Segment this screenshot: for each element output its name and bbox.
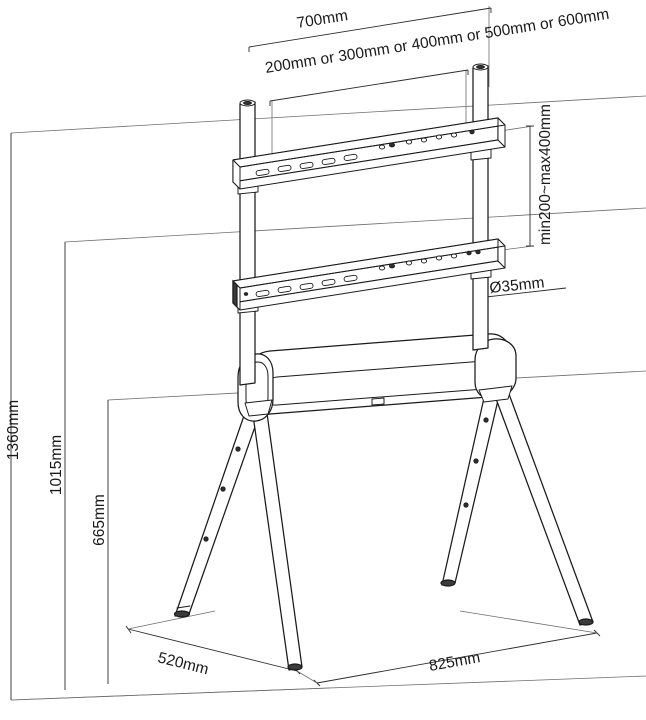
lower-rail-slot-3 — [299, 282, 314, 290]
upper-cross-rail-left-end — [232, 159, 241, 190]
upper-rail-slot-2 — [277, 164, 292, 172]
lower-cross-rail-group — [232, 238, 506, 311]
label-825mm: 825mm — [428, 649, 482, 675]
front-right-leg-hole-2 — [463, 502, 469, 508]
upper-rail-slot-4 — [321, 157, 336, 165]
leader-line-diameter — [476, 287, 567, 299]
rear-left-foot-cap — [287, 663, 303, 671]
label-diameter: Ø35mm — [489, 274, 546, 297]
upper-rail-hole-1 — [378, 144, 386, 150]
lower-rail-hole-3 — [405, 260, 413, 266]
front-left-leg — [174, 403, 264, 617]
upper-rail-holes — [378, 129, 475, 150]
lower-rail-slot-4 — [321, 278, 336, 286]
upper-rail-slot-5 — [343, 153, 358, 161]
leg-group — [173, 393, 594, 671]
lower-rail-hole-5 — [435, 255, 443, 261]
upper-rail-hole-4 — [420, 137, 428, 143]
lower-rail-pin-1 — [243, 292, 249, 296]
left-leg-socket — [244, 399, 273, 417]
lower-rail-slots — [243, 274, 358, 297]
front-left-leg-hole-2 — [235, 446, 241, 452]
ext-line-1360-top — [10, 95, 646, 134]
ground-reference-line — [10, 675, 646, 701]
lower-rail-hole-6 — [450, 253, 458, 259]
label-520mm: 520mm — [156, 649, 210, 678]
base-beam-tab — [371, 397, 385, 406]
top-dimension-group — [248, 6, 492, 160]
ext-520-top — [127, 610, 216, 630]
base-beam-group — [237, 333, 517, 422]
bottom-dimension-group — [125, 610, 601, 687]
dim-line-700 — [248, 7, 492, 48]
rear-right-leg — [494, 393, 594, 626]
right-post-top-hole — [476, 65, 485, 70]
rear-right-foot-cap — [578, 618, 594, 626]
upper-rail-slot-1 — [255, 168, 270, 176]
front-right-leg — [441, 395, 500, 586]
lower-rail-slot-2 — [277, 285, 292, 293]
ext-line-1015-top — [64, 207, 646, 243]
lower-rail-hole-4 — [420, 258, 428, 264]
ext-825-right — [459, 610, 598, 634]
upper-rail-slots — [255, 153, 358, 176]
lower-rail-hole-2 — [388, 263, 395, 269]
rear-left-leg — [251, 405, 303, 671]
ext-825-left — [296, 670, 318, 684]
front-right-foot-cap — [440, 579, 456, 587]
lower-rail-slot-1 — [255, 289, 270, 297]
front-left-leg-hole-3 — [203, 536, 209, 542]
label-700mm: 700mm — [295, 7, 349, 32]
front-left-foot-cap — [173, 610, 191, 618]
front-left-leg-hole — [220, 486, 226, 492]
dim-line-vesa — [269, 69, 469, 102]
front-left-foot — [176, 605, 191, 609]
label-1015mm: 1015mm — [48, 435, 65, 495]
dimension-labels: 700mm 200mm or 300mm or 400mm or 500mm o… — [5, 6, 610, 679]
upper-rail-hole-2 — [388, 142, 395, 148]
left-vertical-post — [239, 101, 256, 386]
dim-tick-520-a — [125, 625, 132, 634]
right-leg-socket — [478, 385, 513, 403]
label-665mm: 665mm — [91, 494, 108, 546]
lower-rail-holes — [378, 249, 481, 271]
upper-rail-hole-3 — [405, 139, 413, 145]
right-vertical-post — [472, 65, 489, 351]
upper-cross-rail-group — [232, 117, 506, 190]
lower-rail-slot-5 — [343, 274, 358, 282]
dim-line-520 — [127, 628, 298, 672]
lower-cross-rail-left-shadow — [232, 279, 238, 309]
label-min-max: min200~max400mm — [537, 104, 554, 245]
lower-rail-hole-8 — [475, 249, 481, 255]
upper-rail-hole-5 — [435, 134, 443, 140]
upper-rail-score-line — [239, 124, 506, 168]
dim-line-825 — [316, 632, 598, 684]
front-right-leg-hole — [473, 458, 479, 464]
upper-rail-hole-6 — [450, 132, 458, 138]
label-1360mm: 1360mm — [5, 400, 22, 460]
upper-rail-slot-3 — [299, 161, 314, 169]
front-right-leg-hole-3 — [483, 417, 489, 423]
lower-rail-score-line — [239, 245, 506, 289]
left-post-top-hole — [243, 101, 252, 106]
upper-rail-hole-7 — [469, 129, 475, 135]
lower-rail-hole-1 — [378, 265, 386, 271]
lower-rail-hole-7 — [466, 250, 472, 256]
